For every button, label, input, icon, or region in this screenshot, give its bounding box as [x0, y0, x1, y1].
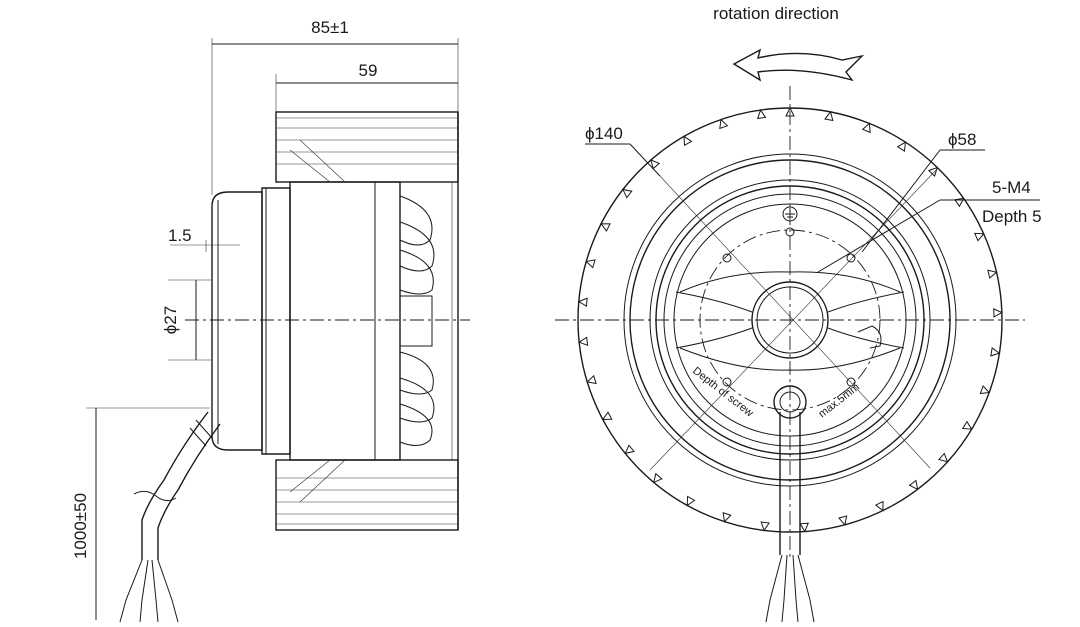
rotor-lobes — [399, 195, 435, 446]
thread-depth-label: Depth 5 — [982, 207, 1042, 226]
front-view: rotation direction — [555, 4, 1042, 623]
shaft-diameter-label: ϕ27 — [161, 306, 180, 334]
impeller-width-label: 59 — [359, 61, 378, 80]
hub-offset-label: 1.5 — [168, 226, 192, 245]
overall-width-label: 85±1 — [311, 18, 349, 37]
hub-diameter-label: ϕ58 — [948, 130, 976, 149]
rotation-arrow-icon — [732, 48, 865, 82]
earth-symbol-icon — [782, 206, 798, 222]
rotation-direction-label: rotation direction — [713, 4, 839, 23]
thread-spec-label: 5-M4 — [992, 178, 1031, 197]
outer-diameter-label: ϕ140 — [585, 124, 623, 143]
screw-depth-note: Depth of screw — [690, 365, 755, 420]
cable-length-label: 1000±50 — [71, 493, 90, 559]
side-view: 85±1 59 — [71, 18, 470, 623]
screw-max-note: max.5mm — [816, 381, 861, 420]
rim-blade-notches — [577, 106, 1003, 533]
